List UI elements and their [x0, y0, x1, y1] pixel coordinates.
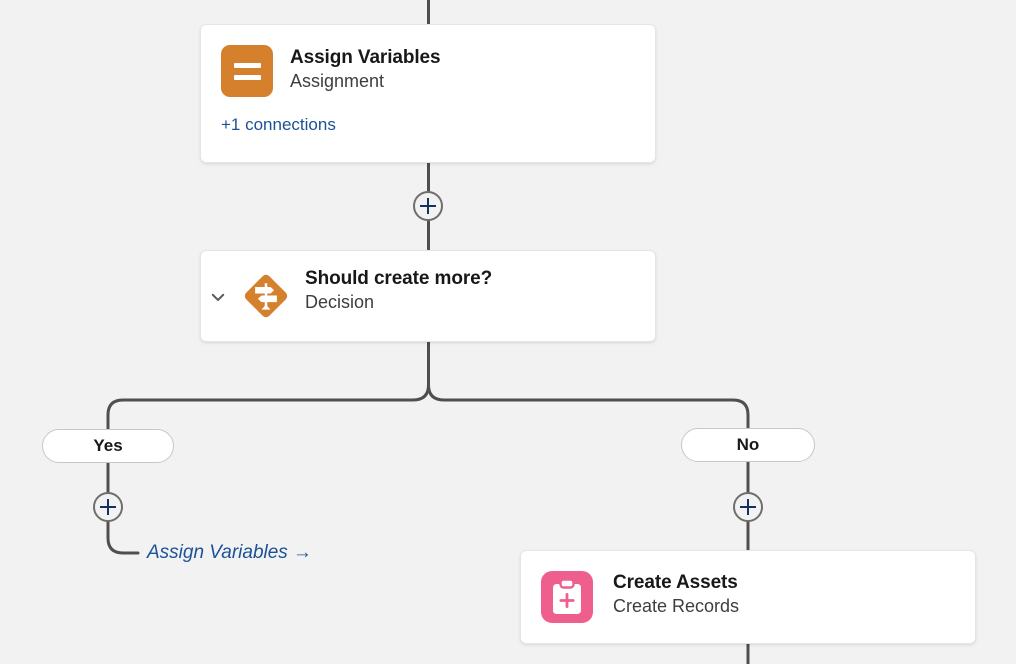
add-element-button-between-assign-and-decision[interactable]: [413, 191, 443, 221]
assignment-icon: [221, 45, 273, 97]
flow-node-assign-variables[interactable]: Assign Variables Assignment +1 connectio…: [200, 24, 656, 163]
decision-icon: [237, 267, 295, 325]
create-records-icon-glyph: [553, 578, 581, 614]
node-text-block: Assign Variables Assignment: [290, 45, 441, 93]
node-header: Should create more? Decision: [201, 267, 655, 325]
node-title: Should create more?: [305, 268, 493, 289]
node-text-block: Should create more? Decision: [305, 267, 492, 314]
branch-label-yes[interactable]: Yes: [42, 429, 174, 463]
create-records-icon: [541, 571, 593, 623]
assignment-icon-bar-bottom: [233, 74, 261, 80]
node-connections-link[interactable]: +1 connections: [221, 115, 336, 134]
node-title: Assign Variables: [290, 47, 441, 68]
decision-icon-wrapper: [237, 267, 295, 325]
node-header: Assign Variables Assignment: [201, 45, 655, 97]
node-subtitle: Create Records: [613, 596, 740, 616]
goto-link-label: Assign Variables: [147, 542, 288, 563]
node-text-block: Create Assets Create Records: [613, 571, 739, 618]
chevron-down-glyph: [211, 293, 225, 301]
goto-link-assign-variables[interactable]: Assign Variables→: [147, 540, 312, 566]
flow-node-should-create-more[interactable]: Should create more? Decision: [200, 250, 656, 342]
node-subtitle: Assignment: [290, 71, 385, 91]
edge-yes-to-goto: [106, 520, 140, 555]
arrow-right-icon: →: [292, 542, 312, 563]
node-title: Create Assets: [613, 572, 738, 593]
chevron-down-icon[interactable]: [201, 288, 235, 306]
node-subtitle: Decision: [305, 292, 375, 312]
flow-node-create-assets[interactable]: Create Assets Create Records: [520, 550, 976, 644]
add-element-button-no-branch[interactable]: [733, 492, 763, 522]
assignment-icon-bar-top: [233, 62, 261, 68]
edge-split-yes: [106, 383, 430, 431]
decision-icon-glyph: [244, 274, 288, 318]
create-records-icon-wrapper: [541, 571, 593, 623]
edge-split-no: [427, 383, 750, 431]
add-element-button-yes-branch[interactable]: [93, 492, 123, 522]
node-header: Create Assets Create Records: [521, 571, 975, 623]
branch-label-no[interactable]: No: [681, 428, 815, 462]
assignment-icon-wrapper: [221, 45, 273, 97]
